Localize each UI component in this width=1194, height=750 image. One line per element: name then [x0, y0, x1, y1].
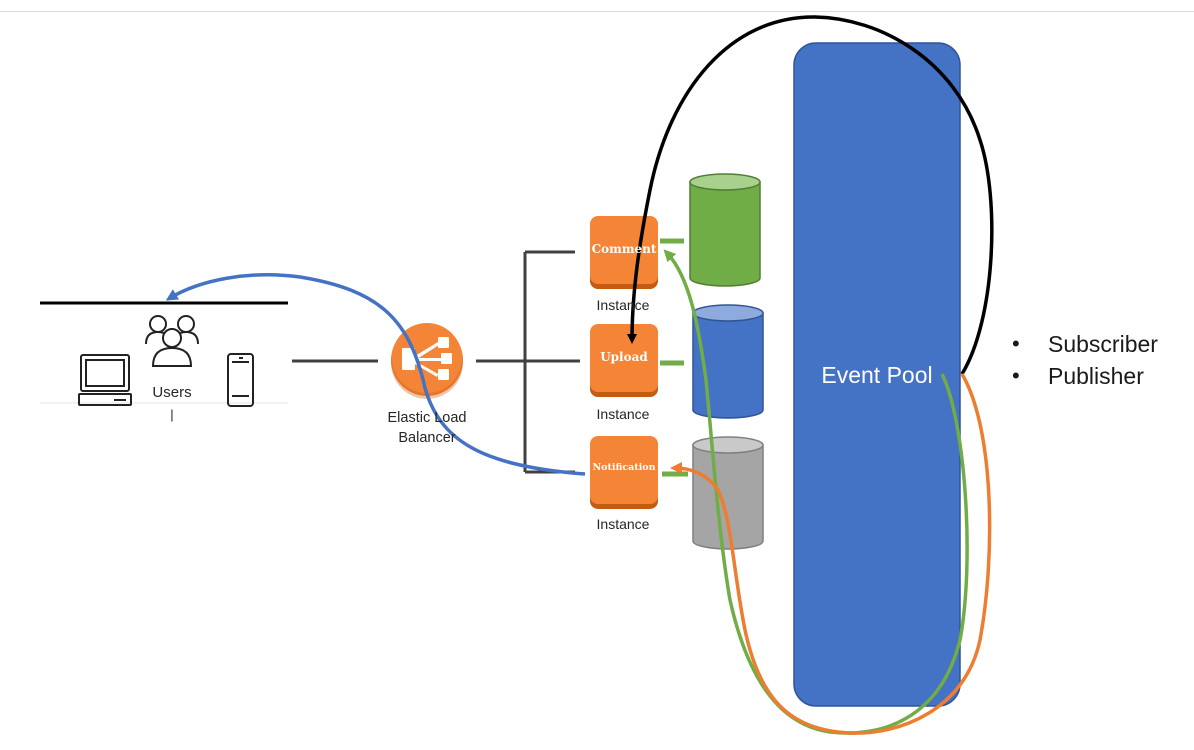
elb-instances-connector	[476, 250, 580, 474]
instance-db-connectors	[660, 238, 688, 477]
legend: • Subscriber • Publisher	[1012, 328, 1158, 392]
legend-item-publisher: • Publisher	[1012, 360, 1158, 392]
instance-box-notification	[590, 436, 658, 509]
users-caret: |	[170, 407, 174, 422]
instance-name-notification: Notification	[592, 462, 656, 473]
users-icon	[145, 315, 199, 367]
elastic-load-balancer-icon	[391, 323, 463, 399]
top-divider	[0, 11, 1194, 12]
black-publish-arrow	[627, 15, 994, 375]
mobile-phone-icon	[227, 353, 254, 407]
desktop-computer-icon	[78, 354, 132, 406]
instance-name-upload: Upload	[600, 350, 648, 364]
legend-label: Subscriber	[1048, 331, 1158, 357]
blue-notification-arrow	[165, 273, 586, 476]
instance-caption-upload: Instance	[596, 406, 650, 422]
orange-subscribe-arrow	[670, 373, 992, 735]
instance-caption-notification: Instance	[596, 516, 650, 532]
legend-item-subscriber: • Subscriber	[1012, 328, 1158, 360]
legend-label: Publisher	[1048, 363, 1144, 389]
notification-database-icon	[692, 436, 764, 550]
instance-name-comment: Comment	[591, 242, 657, 256]
comment-database-icon	[689, 173, 761, 287]
upload-database-icon	[692, 304, 764, 419]
elb-label-line2: Balancer	[398, 430, 456, 446]
elb-label-line1: Elastic Load	[387, 410, 467, 426]
elb-label: Elastic Load Balancer	[367, 408, 487, 448]
instance-box-upload	[590, 324, 658, 397]
users-group	[40, 301, 288, 407]
users-label: Users	[152, 384, 192, 401]
bullet-icon: •	[1012, 363, 1020, 388]
event-pool-label: Event Pool	[821, 362, 933, 388]
bullet-icon: •	[1012, 331, 1020, 356]
event-pool-box	[793, 42, 961, 707]
instance-caption-comment: Instance	[596, 297, 650, 313]
